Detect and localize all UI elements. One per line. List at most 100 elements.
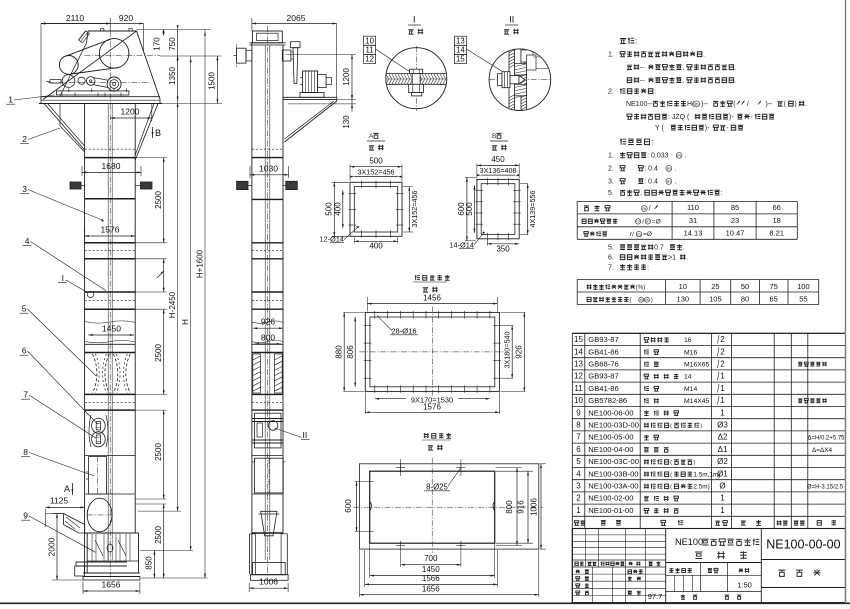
svg-text:55: 55 (799, 294, 807, 303)
svg-text:I: I (413, 15, 416, 25)
svg-text:.: . (686, 255, 688, 262)
svg-text:13: 13 (574, 360, 583, 369)
svg-text:2: 2 (22, 134, 27, 144)
svg-text:10: 10 (679, 282, 687, 291)
svg-text:Ø3: Ø3 (717, 421, 728, 430)
svg-text:1: 1 (720, 384, 725, 393)
svg-text:2: 2 (576, 494, 581, 503)
svg-text:II: II (509, 15, 514, 25)
svg-text:Ø=H-3.15/2.5: Ø=H-3.15/2.5 (807, 485, 844, 491)
svg-text:700: 700 (424, 554, 438, 563)
svg-text:Ø: Ø (719, 482, 725, 491)
svg-text:m: m (695, 101, 699, 106)
svg-text:1125: 1125 (50, 496, 69, 506)
svg-text:): ) (693, 460, 695, 466)
svg-text:NE100-03D-00: NE100-03D-00 (588, 421, 639, 430)
svg-text:/: / (649, 206, 651, 213)
svg-text:/: / (747, 101, 749, 108)
svg-text:.: . (675, 166, 677, 173)
svg-text:II: II (303, 430, 308, 440)
svg-text:600: 600 (344, 499, 353, 513)
svg-text:806: 806 (346, 345, 355, 359)
svg-text:GB41-86: GB41-86 (588, 347, 618, 356)
svg-text:1: 1 (8, 95, 13, 105)
svg-text:2.: 2. (608, 166, 614, 173)
svg-text:H-2450: H-2450 (168, 291, 177, 318)
svg-text:): ) (700, 424, 702, 430)
svg-text:H: H (181, 319, 190, 325)
svg-text:800: 800 (505, 500, 514, 514)
svg-text:1: 1 (720, 494, 725, 503)
svg-text:m: m (642, 206, 646, 211)
svg-text:M14X45: M14X45 (684, 398, 710, 405)
svg-text:7.: 7. (608, 265, 614, 272)
svg-text:920: 920 (119, 13, 133, 23)
svg-text:M14: M14 (684, 386, 697, 393)
svg-text:2065: 2065 (287, 13, 306, 23)
svg-text:NE100-02-00: NE100-02-00 (588, 494, 633, 503)
svg-text:500: 500 (369, 157, 383, 166)
svg-text:916: 916 (516, 500, 525, 514)
svg-text:1450: 1450 (102, 324, 121, 334)
svg-text:NE100-03B-00: NE100-03B-00 (588, 469, 638, 478)
svg-text:85: 85 (731, 203, 739, 212)
svg-text:A: A (369, 133, 374, 140)
svg-text:2.5m): 2.5m) (693, 484, 709, 491)
svg-text:11: 11 (366, 46, 374, 55)
svg-text:H(: H( (687, 101, 695, 108)
svg-text:8: 8 (23, 447, 28, 457)
svg-text:B: B (155, 128, 161, 138)
svg-text:)-: )- (729, 114, 734, 121)
svg-text:926: 926 (261, 317, 275, 327)
svg-text:15: 15 (574, 335, 583, 344)
svg-text:926: 926 (515, 345, 524, 359)
svg-text:.: . (675, 179, 677, 186)
svg-text:B: B (492, 133, 496, 140)
svg-text:(: ( (784, 101, 787, 108)
svg-text:50: 50 (741, 282, 749, 291)
svg-text:25: 25 (711, 282, 719, 291)
svg-text:--: -- (640, 65, 645, 72)
svg-text:NE100--: NE100-- (626, 101, 653, 108)
svg-text:GB93-87: GB93-87 (588, 372, 618, 381)
svg-text:75: 75 (770, 282, 778, 291)
svg-text:M16X65: M16X65 (684, 362, 710, 369)
svg-text:m: m (646, 219, 650, 224)
svg-text:1.5m,1m): 1.5m,1m) (693, 471, 720, 478)
svg-text:NE100-06-00: NE100-06-00 (588, 408, 633, 417)
svg-text:2.: 2. (608, 89, 614, 96)
svg-text:NE100-03A-00: NE100-03A-00 (588, 482, 638, 491)
svg-text:I: I (62, 273, 64, 283)
svg-text:10: 10 (365, 36, 374, 45)
svg-text:2: 2 (720, 335, 725, 344)
svg-text:500: 500 (325, 202, 334, 216)
svg-text:1566: 1566 (422, 574, 440, 583)
svg-text:NE100-04-00: NE100-04-00 (588, 445, 633, 454)
svg-text:0.7: 0.7 (654, 245, 664, 252)
svg-text:NE100: NE100 (675, 537, 703, 547)
svg-text:15: 15 (456, 55, 465, 64)
svg-text:2500: 2500 (154, 443, 163, 461)
svg-text:7: 7 (576, 433, 581, 442)
svg-text:1006: 1006 (259, 577, 278, 587)
svg-text:1200: 1200 (342, 68, 351, 86)
svg-text:H+1600: H+1600 (195, 249, 204, 278)
svg-text:1656: 1656 (102, 580, 121, 590)
svg-text:4X139=556: 4X139=556 (528, 191, 537, 228)
svg-text:130: 130 (342, 115, 351, 129)
svg-text:): ) (794, 101, 796, 108)
svg-text:100: 100 (797, 282, 810, 291)
svg-text:850: 850 (145, 556, 154, 570)
svg-text:2500: 2500 (154, 526, 163, 544)
svg-text:3: 3 (22, 184, 27, 194)
svg-text:1: 1 (576, 506, 581, 515)
svg-text:)--: )-- (766, 101, 774, 108)
svg-text:=Ø: =Ø (643, 231, 652, 238)
svg-text:): ) (651, 298, 653, 304)
svg-text:1: 1 (720, 408, 725, 417)
svg-text:1: 1 (720, 506, 725, 515)
svg-text:: JZQ (: : JZQ ( (668, 114, 690, 121)
svg-text:1006: 1006 (530, 498, 539, 516)
svg-text:8.21: 8.21 (769, 229, 784, 238)
svg-text:,: , (682, 65, 684, 72)
